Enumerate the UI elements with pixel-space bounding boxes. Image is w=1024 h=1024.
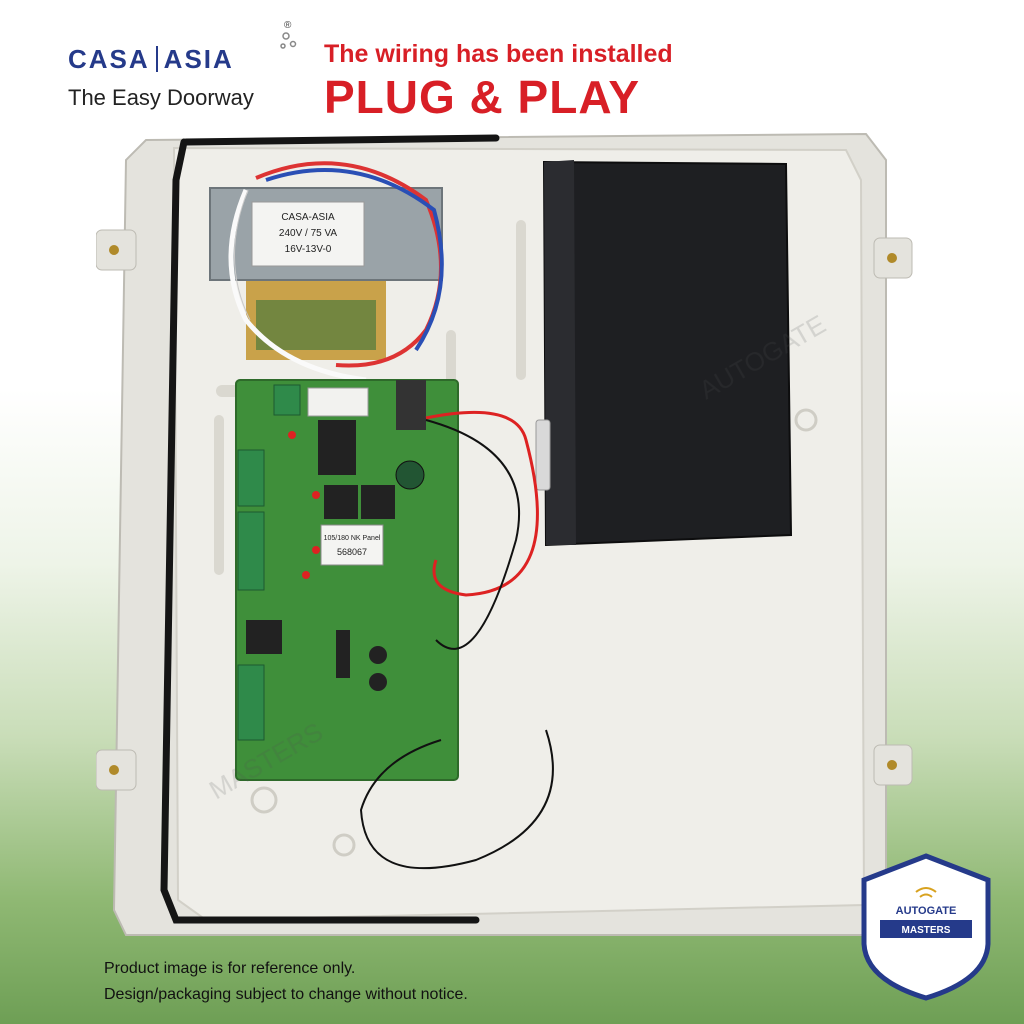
mosfet xyxy=(318,420,356,475)
trimmer xyxy=(369,673,387,691)
disclaimer: Product image is for reference only. Des… xyxy=(104,956,468,1008)
wire-black xyxy=(425,419,521,650)
transformer-label-line3: 16V-13V-0 xyxy=(285,244,332,255)
battery-body xyxy=(542,160,793,547)
transformer-label xyxy=(251,201,365,267)
wifi-icon xyxy=(915,887,937,893)
board-label xyxy=(320,524,384,566)
slot xyxy=(214,415,224,575)
brand-logo: CASA ASIA The Easy Doorway xyxy=(68,44,298,111)
slot xyxy=(516,220,526,380)
enclosure-illustration: CASA-ASIA 240V / 75 VA 16V-13V-0 105/180… xyxy=(96,132,913,936)
relay-small xyxy=(324,485,358,519)
screw-icon xyxy=(887,253,897,263)
brand-name-left: CASA xyxy=(68,44,150,74)
battery xyxy=(535,160,793,547)
fuse-holder xyxy=(396,380,426,430)
board-label-line2: 568067 xyxy=(337,547,367,557)
terminal-block xyxy=(237,664,265,741)
battery-fuse xyxy=(535,419,551,491)
screw-icon xyxy=(109,765,119,775)
brand-tagline: The Easy Doorway xyxy=(68,85,254,110)
terminal-blocks xyxy=(237,384,301,741)
antenna-wire xyxy=(359,729,554,870)
brand-dots-icon: ® xyxy=(280,20,297,49)
terminal-block xyxy=(237,511,265,591)
badge-text-top: AUTOGATE xyxy=(896,905,957,917)
wire-red xyxy=(425,410,539,597)
control-board: 105/180 NK Panel 568067 xyxy=(235,379,459,781)
disclaimer-line2: Design/packaging subject to change witho… xyxy=(104,986,468,1003)
relay xyxy=(307,387,369,417)
brand-name-right: ASIA xyxy=(163,44,234,74)
brand-separator xyxy=(155,46,158,72)
gasket-seal xyxy=(160,134,500,924)
headline-subtitle: The wiring has been installed xyxy=(324,40,673,68)
registered-mark: ® xyxy=(284,20,292,31)
terminal-block xyxy=(237,449,265,507)
board-label-line1: 105/180 NK Panel xyxy=(324,535,381,542)
transformer-label-line2: 240V / 75 VA xyxy=(279,228,338,239)
terminal-block xyxy=(273,384,301,416)
badge-bar xyxy=(880,920,972,938)
relay-black xyxy=(246,620,282,654)
autogate-masters-badge: AUTOGATE MASTERS xyxy=(861,853,991,1001)
transformer: CASA-ASIA 240V / 75 VA 16V-13V-0 xyxy=(209,161,444,383)
relay-small xyxy=(361,485,395,519)
ic-chip xyxy=(336,630,350,678)
trimmer xyxy=(369,646,387,664)
transformer-label-line1: CASA-ASIA xyxy=(281,212,335,223)
disclaimer-line1: Product image is for reference only. xyxy=(104,960,356,977)
brand-name: CASA ASIA xyxy=(68,44,298,75)
screw-icon xyxy=(887,760,897,770)
headline-title: PLUG & PLAY xyxy=(324,71,641,123)
screw-icon xyxy=(109,245,119,255)
capacitor xyxy=(395,460,425,490)
badge-text-bottom: MASTERS xyxy=(902,925,951,936)
